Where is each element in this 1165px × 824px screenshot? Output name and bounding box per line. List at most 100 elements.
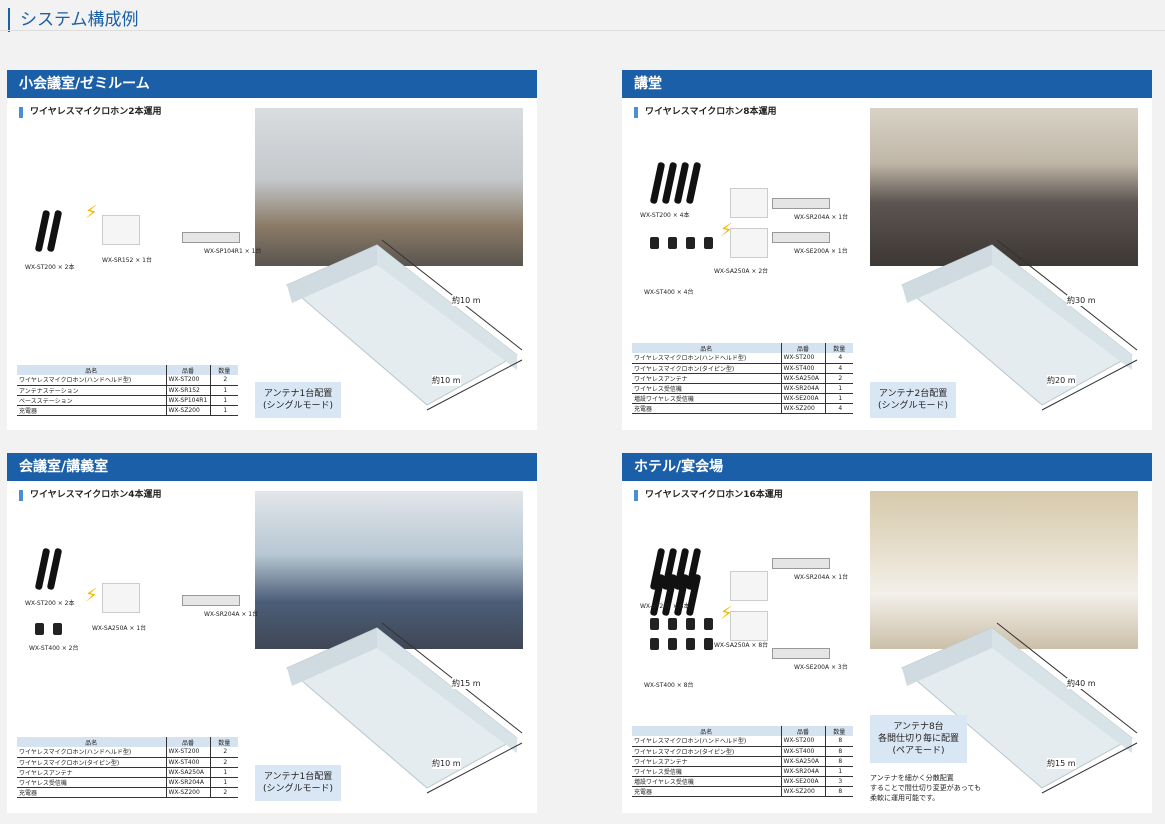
table-cell: WX-ST400 [781,363,826,374]
page-title: システム構成例 [8,8,139,32]
callout-line: アンテナ2台配置 [878,389,948,399]
table-cell: 2 [210,787,238,798]
receiver-icon [182,232,240,243]
table-header: 品名 [17,365,167,375]
table-cell: 充電器 [632,403,782,414]
antenna-callout: アンテナ1台配置(シングルモード) [255,765,342,801]
antenna-label: WX-SA250A × 2台 [714,268,769,275]
table-cell: 1 [210,767,238,778]
table-cell: WX-SP104R1 [166,395,211,406]
panel-title: ホテル/宴会場 [622,453,1152,481]
note-text: アンテナを細かく分散配置することで間仕切り変更があっても柔軟に運用可能です。 [870,773,981,803]
antenna-icon [730,571,768,601]
dimension-depth: 約30 m [1067,295,1096,306]
room-photo [870,491,1138,649]
bodypack-icon [704,638,713,650]
table-cell: 1 [210,395,238,406]
receiver-icon [182,595,240,606]
mic-label: WX-ST200 × 4本 [640,212,690,219]
note-line: 柔軟に運用可能です。 [870,794,940,802]
panel-4: ホテル/宴会場ワイヤレスマイクロホン16本運用約40 m 約15 m WX-ST20… [622,453,1152,813]
callout-line: アンテナ8台 [893,722,944,732]
table-cell: ワイヤレス受信機 [632,766,782,777]
table-cell: WX-SR204A [781,766,826,777]
wireless-icon: ⚡ [720,603,733,624]
panel-subtitle: ワイヤレスマイクロホン16本運用 [634,490,783,501]
bodypack-icon [668,618,677,630]
table-header: 数量 [210,737,238,747]
table-header-row: 品名品番数量 [632,726,853,736]
bodypack-icon [686,638,695,650]
table-cell: 4 [825,363,853,374]
table-cell: 充電器 [17,405,167,416]
panel-title: 講堂 [622,70,1152,98]
bodypack-icon [704,237,713,249]
table-cell: 1 [210,385,238,396]
note-line: アンテナを細かく分散配置 [870,774,954,782]
bodypack-label: WX-ST400 × 8台 [644,682,694,689]
table-cell: WX-SZ200 [166,405,211,416]
table-cell: ワイヤレスマイクロホン(ハンドヘルド型) [632,736,782,747]
table-cell: WX-SE200A [781,393,826,404]
dimension-depth: 約40 m [1067,678,1096,689]
bodypack-icon [668,237,677,249]
table-cell: WX-SR204A [781,383,826,394]
table-header: 品番 [166,365,211,375]
dimension-depth: 約15 m [452,678,481,689]
dimension-width: 約15 m [1047,758,1076,769]
antenna-callout: アンテナ8台各間仕切り毎に配置 (ペアモード) [870,715,968,763]
receiver-label: WX-SP104R1 × 1台 [204,248,262,255]
extension-receiver-label: WX-SE200A × 1台 [794,248,848,255]
table-cell: WX-ST200 [781,736,826,747]
panel-subtitle: ワイヤレスマイクロホン4本運用 [19,490,162,501]
table-cell: 1 [210,405,238,416]
extension-receiver-icon [772,648,830,659]
callout-line: (シングルモード) [878,401,949,411]
antenna-label: WX-SA250A × 8台 [714,642,769,649]
table-header: 品番 [166,737,211,747]
room-photo [255,491,523,649]
callout-line: (ペアモード) [892,746,945,756]
antenna-callout: アンテナ1台配置(シングルモード) [255,382,342,418]
table-cell: 2 [210,375,238,386]
callout-line: (シングルモード) [263,401,334,411]
receiver-label: WX-SR204A × 1台 [204,611,259,618]
table-cell: 増設ワイヤレス受信機 [632,776,782,787]
bodypack-label: WX-ST400 × 2台 [29,645,79,652]
table-cell: WX-SZ200 [166,787,211,798]
table-cell: WX-ST400 [781,746,826,757]
dimension-width: 約10 m [432,758,461,769]
antenna-callout: アンテナ2台配置 (シングルモード) [870,382,957,418]
mic-label: WX-ST200 × 2本 [25,264,75,271]
antenna-label: WX-SR152 × 1台 [102,257,152,264]
table-cell: WX-ST200 [166,375,211,386]
callout-line: アンテナ1台配置 [263,772,333,782]
antenna-icon [102,583,140,613]
table-header: 品名 [632,726,782,736]
table-cell: 2 [825,373,853,384]
panel-title: 小会議室/ゼミルーム [7,70,537,98]
antenna-icon [730,188,768,218]
callout-line: 各間仕切り毎に配置 [878,734,960,744]
table-cell: ワイヤレスマイクロホン(ハンドヘルド型) [632,353,782,364]
room-floor-diagram [286,239,523,411]
table-header: 数量 [825,726,853,736]
table-cell: ワイヤレスマイクロホン(タイピン型) [632,363,782,374]
table-cell: ワイヤレスマイクロホン(ハンドヘルド型) [17,375,167,386]
table-cell: 1 [825,766,853,777]
bodypack-icon [650,237,659,249]
table-cell: ワイヤレスマイクロホン(タイピン型) [17,757,167,768]
